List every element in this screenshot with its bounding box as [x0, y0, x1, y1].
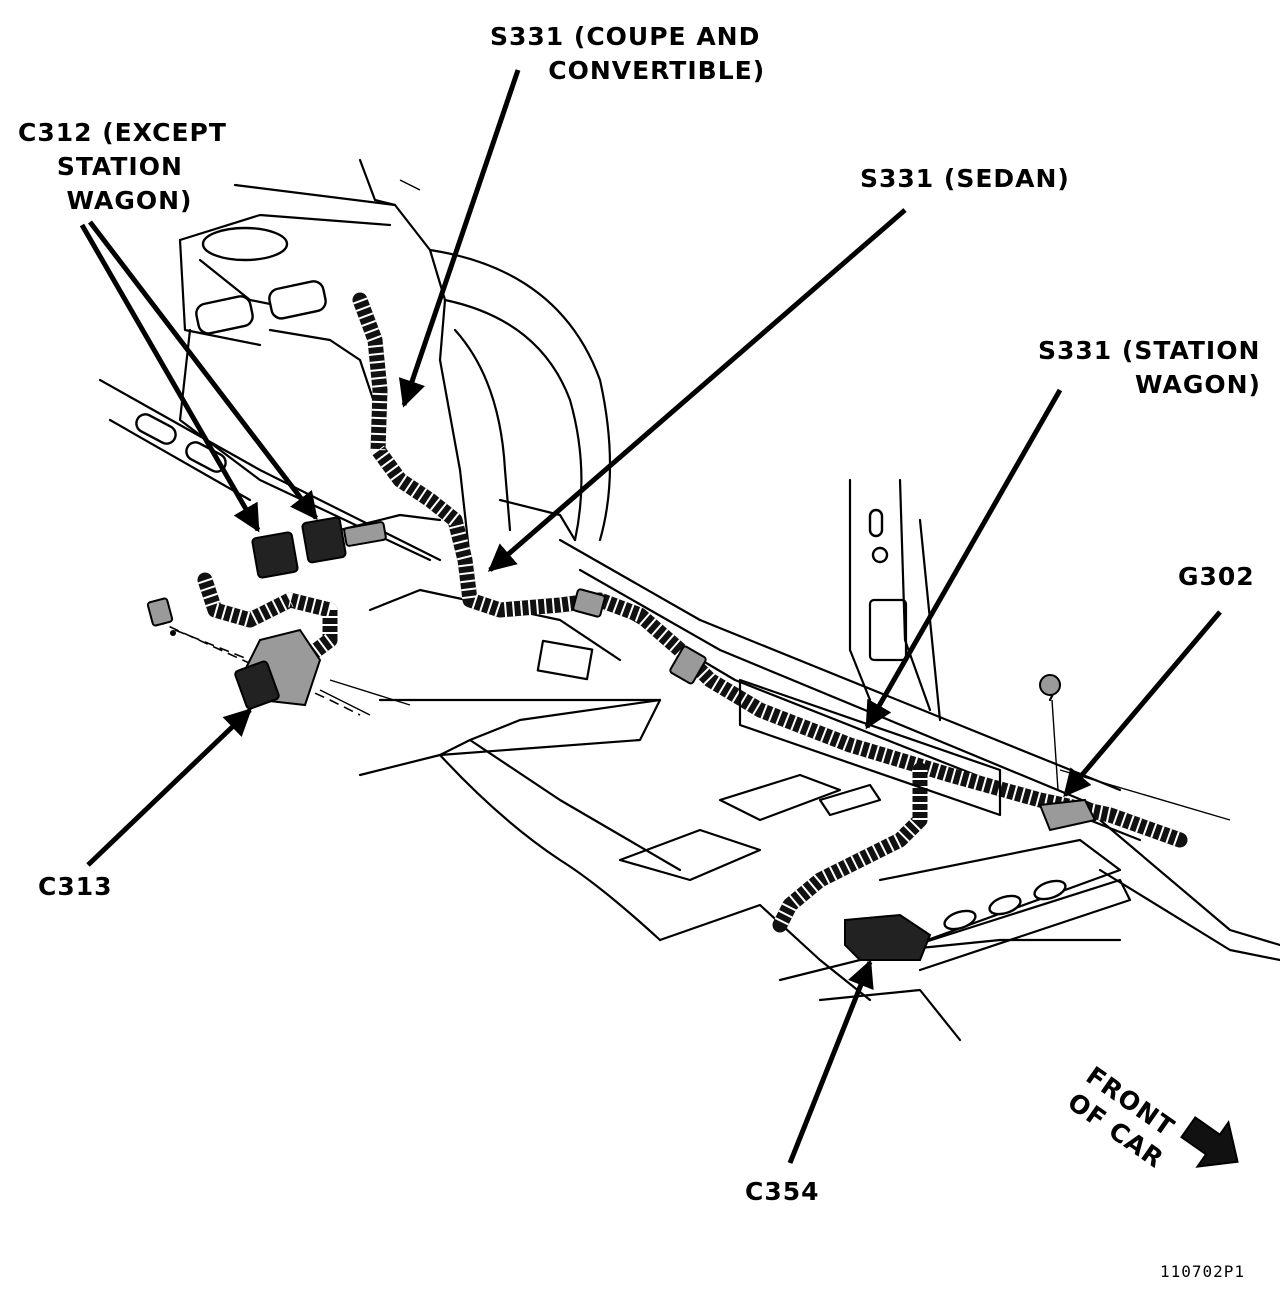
arrow-c312-left [79, 223, 261, 533]
label-c312: C312 (EXCEPT STATION WAGON) [18, 118, 227, 215]
arrow-c312-right [88, 220, 318, 521]
label-s331-wagon: S331 (STATION WAGON) [1038, 336, 1261, 399]
wiring-harness [197, 292, 1188, 933]
figure-id: 110702P1 [1160, 1262, 1246, 1281]
label-c313: C313 [38, 872, 113, 901]
arrow-s331-coupe [398, 69, 521, 408]
label-g302: G302 [1178, 562, 1255, 591]
label-s331-coupe: S331 (COUPE AND CONVERTIBLE) [490, 22, 766, 85]
arrow-s331-sedan [487, 208, 907, 572]
connectors [146, 516, 1097, 961]
leader-arrows [79, 69, 1222, 1164]
body-structure [98, 158, 1280, 1042]
arrow-c354 [787, 959, 874, 1164]
front-of-car-arrow [1180, 1116, 1239, 1168]
label-s331-sedan: S331 (SEDAN) [860, 164, 1070, 193]
arrow-g302 [1063, 610, 1222, 798]
arrow-s331-wagon [864, 388, 1063, 730]
arrow-c313 [86, 708, 252, 867]
label-c354: C354 [745, 1177, 820, 1206]
